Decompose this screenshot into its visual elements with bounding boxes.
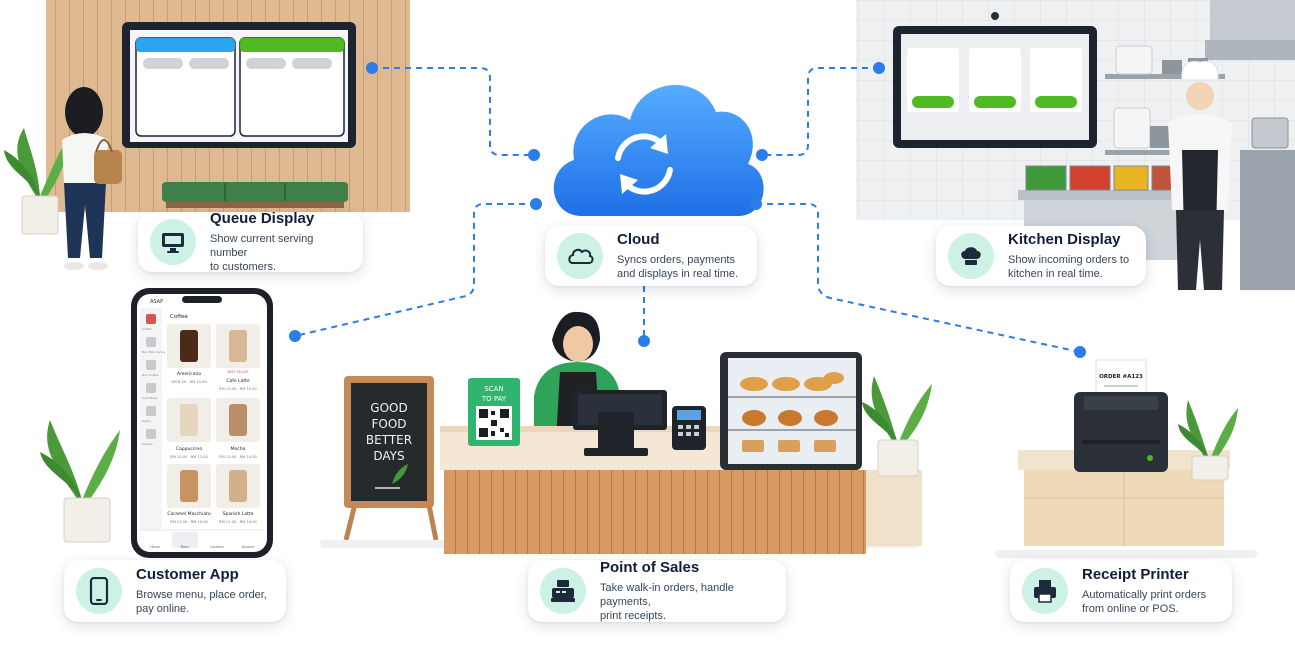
queue-display-card: Queue Display Show current serving numbe… (138, 210, 363, 273)
receipt-printer-card: Receipt Printer Automatically print orde… (1010, 560, 1232, 622)
phone-category: Coffee (142, 327, 152, 331)
card-description: Browse menu, place order,pay online. (136, 589, 267, 615)
card-title: Kitchen Display (1008, 231, 1121, 248)
product-price: RM 10.00 - RM 12.00 (219, 387, 257, 391)
card-description: Take walk-in orders, handle payments,pri… (600, 582, 734, 622)
tab-account: Account (242, 545, 256, 549)
card-title: Cloud (617, 231, 660, 248)
product-name: Spanish Latte (223, 511, 254, 517)
connectors (294, 67, 1081, 353)
chalk-line: DAYS (373, 449, 404, 463)
product-name: Americano (177, 371, 201, 377)
product-price: RM 12.00 - RM 14.00 (219, 455, 257, 459)
monitor-icon (150, 219, 196, 265)
point-of-sales-card: Point of Sales Take walk-in orders, hand… (528, 559, 786, 622)
phone-category: Non Milk Series (142, 350, 166, 354)
connector-dots (289, 62, 1086, 358)
chalk-line: FOOD (371, 417, 406, 431)
product-badge: BEST SELLER (227, 370, 249, 374)
phone-category: Cold Brew (142, 396, 158, 400)
qr-sign-line: TO PAY (481, 395, 507, 403)
phone-category: Non Coffee (142, 373, 159, 377)
phone-category: Pastry (142, 419, 151, 423)
chalk-line: GOOD (370, 401, 407, 415)
customer-app-card: Customer App Browse menu, place order,pa… (64, 560, 286, 622)
card-title: Point of Sales (600, 559, 700, 576)
chef-hat-icon (948, 233, 994, 279)
cloud-icon (557, 233, 603, 279)
printer-icon (1022, 568, 1068, 614)
pos-scene (320, 311, 932, 554)
card-title: Customer App (136, 566, 239, 583)
chalk-line: BETTER (366, 433, 412, 447)
queue-scene (4, 0, 410, 270)
cash-register-icon (540, 568, 586, 614)
product-price: RM 12.00 - RM 14.00 (219, 520, 257, 524)
card-title: Receipt Printer (1082, 566, 1189, 583)
product-name: Cappuccino (176, 446, 203, 452)
chalkboard-sign (343, 376, 439, 541)
phone-category: Snacks (142, 442, 153, 446)
product-name: Mocha (231, 446, 246, 452)
phone-header: ASAP (150, 299, 163, 305)
tab-location: Location (210, 545, 223, 549)
printer-scene (995, 359, 1257, 558)
phone-section-title: Coffee (170, 314, 188, 320)
kitchen-scene (856, 0, 1295, 290)
receipt-label: ORDER #A123 (1099, 374, 1143, 380)
tab-home: Home (150, 545, 159, 549)
product-price: RM 13.00 - RM 15.00 (170, 520, 208, 524)
phone-screen-text: ASAP Coffee Coffee Non Milk Series Non C… (142, 299, 258, 549)
card-title: Queue Display (210, 210, 315, 227)
product-price: RM 10.00 - RM 12.00 (170, 455, 208, 459)
cloud-graphic (553, 85, 764, 216)
qr-sign-text: SCAN TO PAY (481, 385, 507, 403)
chalkboard-text: GOOD FOOD BETTER DAYS (366, 401, 412, 463)
product-name: Caramel Macchiato (167, 511, 211, 517)
tab-menu: Menu (181, 545, 190, 549)
customer-app-phone (40, 288, 273, 558)
product-name: Cafe Latte (226, 378, 249, 384)
product-price: RM 8.00 - RM 10.00 (171, 380, 207, 384)
qr-sign-line: SCAN (484, 385, 503, 393)
smartphone-icon (76, 568, 122, 614)
